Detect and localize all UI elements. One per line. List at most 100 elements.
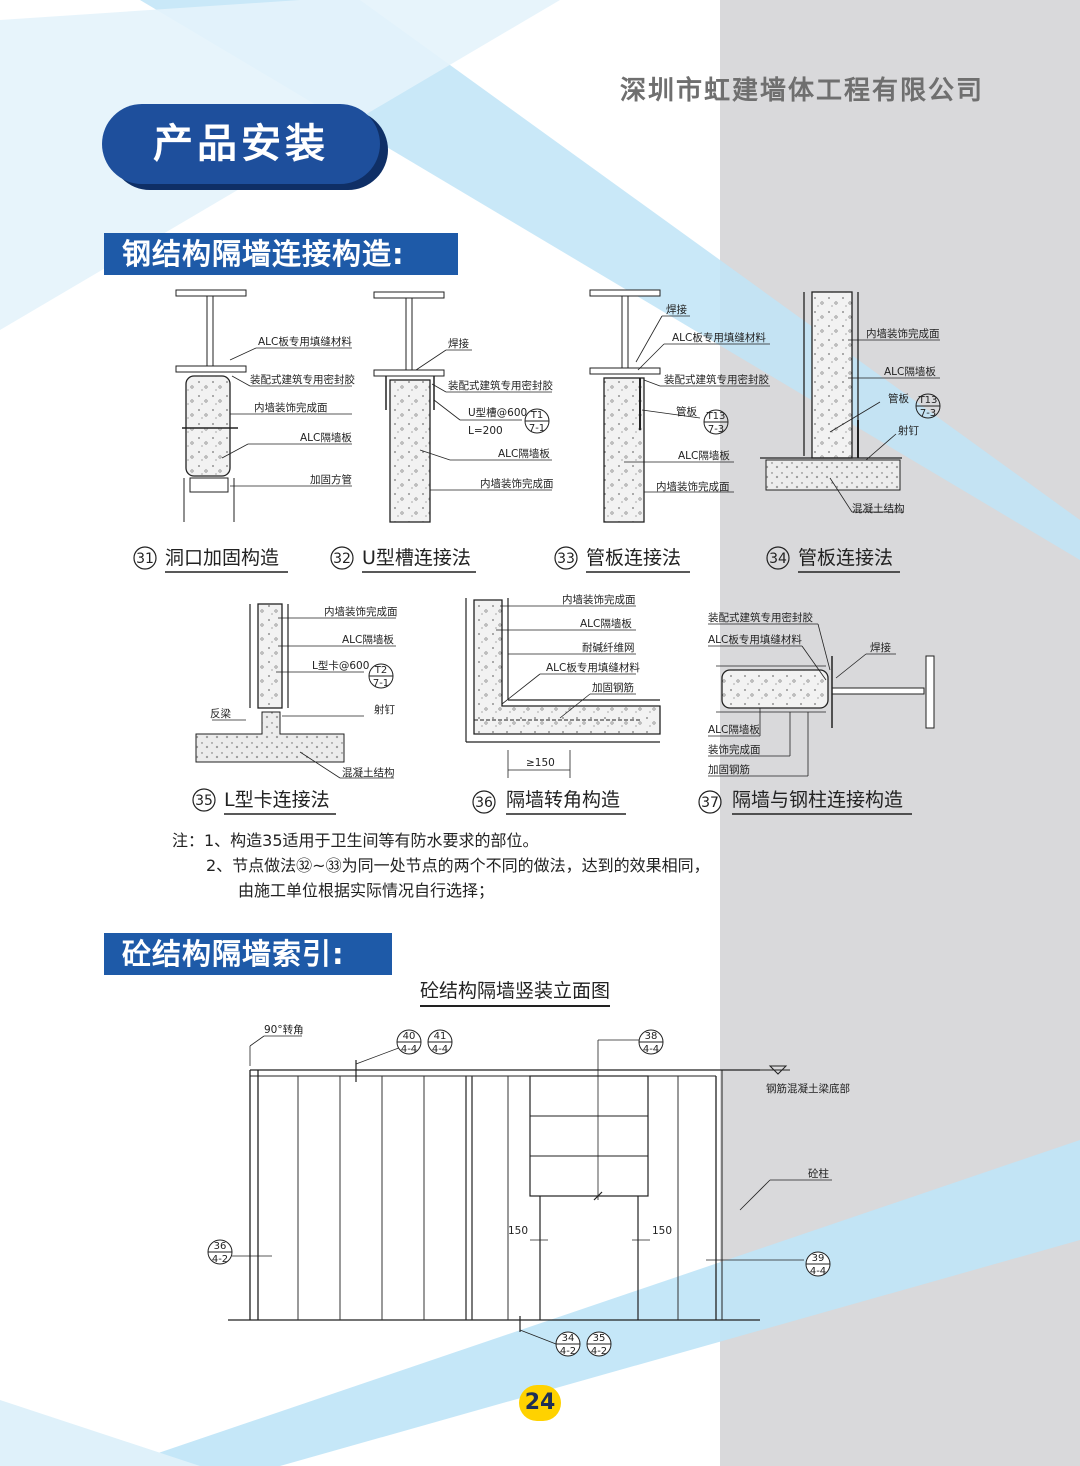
page-title: 产品安装 [153,121,329,167]
d31-caption-number: 31 [136,551,154,567]
ref-marker-41: 41 4-4 [427,1029,453,1055]
section-title-concrete: 砼结构隔墙索引: [104,933,392,975]
d34-caption-number: 34 [769,551,787,567]
d33-label-panel: ALC隔墙板 [678,449,730,462]
d31-label-finish: 内墙装饰完成面 [254,401,328,414]
d37-caption: 隔墙与钢柱连接构造 [732,789,903,811]
d37-label-finish: 装饰完成面 [708,743,761,756]
elev-label-beam: 钢筋混凝土梁底部 [766,1082,850,1095]
d36-label-filler: ALC板专用填缝材料 [546,661,640,674]
ref-marker-36: 36 4-2 [207,1239,233,1265]
d35-ref-top: T2 [374,665,387,676]
ref-36-sheet: 4-2 [212,1254,228,1265]
d32-label-weld: 焊接 [448,337,469,350]
section-title-steel: 钢结构隔墙连接构造: [104,233,458,275]
ref-marker-40: 40 4-4 [396,1029,422,1055]
d37-caption-number: 37 [701,795,719,811]
d33-label-finish: 内墙装饰完成面 [656,480,730,493]
d34-ref-top: T13 [918,395,938,406]
ref-35-number: 35 [593,1333,606,1344]
d33-label-plate: 管板 [676,405,697,418]
d34-caption: 管板连接法 [798,547,893,569]
d36-label-mesh: 耐碱纤维网 [582,641,635,654]
d32-label-length: L=200 [468,425,503,437]
ref-40-number: 40 [403,1031,416,1042]
d35-label-nail: 射钉 [374,703,395,716]
d32-ref-top: T1 [530,410,543,421]
d37-label-weld: 焊接 [870,641,891,654]
d37-label-filler: ALC板专用填缝材料 [708,633,802,646]
elev-label-dim-right: 150 [652,1225,672,1237]
note-line-2: 2、节点做法㉜~㉝为同一处节点的两个不同的做法，达到的效果相同， [206,856,710,875]
ref-marker-38: 38 4-4 [638,1029,664,1055]
diagram-35: 内墙装饰完成面 ALC隔墙板 L型卡@600 T2 7-1 射钉 反梁 混凝土结… [192,603,398,815]
d35-caption-number: 35 [195,793,213,809]
ref-39-sheet: 4-4 [810,1266,826,1277]
d35-label-finish: 内墙装饰完成面 [324,605,398,618]
diagram-32: 焊接 装配式建筑专用密封胶 U型槽@600 L=200 T1 7-1 ALC隔墙… [330,291,554,573]
ref-40-sheet: 4-4 [401,1044,417,1055]
notes: 注：1、构造35适用于卫生间等有防水要求的部位。 2、节点做法㉜~㉝为同一处节点… [172,828,872,903]
d34-ref-bottom: 7-3 [920,408,936,419]
d31-label-tube: 加固方管 [310,473,352,486]
elevation-subtitle: 砼结构隔墙竖装立面图 [420,976,611,1007]
elev-label-dim-left: 150 [508,1225,528,1237]
d36-label-dim: ≥150 [526,757,555,769]
diagram-36: 内墙装饰完成面 ALC隔墙板 耐碱纤维网 ALC板专用填缝材料 加固钢筋 ≥15… [465,593,661,815]
d36-label-rebar: 加固钢筋 [592,681,634,694]
d36-caption: 隔墙转角构造 [506,789,620,811]
d32-ref-bottom: 7-1 [529,423,545,434]
d35-label-panel: ALC隔墙板 [342,633,394,646]
ref-marker-39: 39 4-4 [805,1251,831,1277]
ref-38-number: 38 [645,1031,658,1042]
d33-ref-bottom: 7-3 [708,424,724,435]
ref-marker-35: 35 4-2 [586,1331,612,1357]
diagram-31: ALC板专用填缝材料 装配式建筑专用密封胶 内墙装饰完成面 ALC隔墙板 加固方… [133,289,355,573]
page-title-badge: 产品安装 [102,104,380,184]
d35-label-concrete: 混凝土结构 [342,766,395,779]
d32-caption-number: 32 [333,551,351,567]
d34-label-finish: 内墙装饰完成面 [866,327,940,340]
note-line-1: 注：1、构造35适用于卫生间等有防水要求的部位。 [172,831,539,850]
d33-caption-number: 33 [557,551,575,567]
ref-34-sheet: 4-2 [560,1346,576,1357]
d32-label-finish: 内墙装饰完成面 [480,477,554,490]
d33-label-sealant: 装配式建筑专用密封胶 [664,373,769,386]
d32-label-channel: U型槽@600 [468,406,527,419]
d35-caption: L型卡连接法 [224,789,330,811]
ref-marker-34: 34 4-2 [555,1331,581,1357]
d34-label-concrete: 混凝土结构 [852,502,905,515]
d31-label-panel: ALC隔墙板 [300,431,352,444]
diagram-37: 装配式建筑专用密封胶 ALC板专用填缝材料 焊接 ALC隔墙板 装饰完成面 加固… [698,611,935,815]
d36-caption-number: 36 [475,795,493,811]
d32-label-sealant: 装配式建筑专用密封胶 [448,379,553,392]
d37-label-sealant: 装配式建筑专用密封胶 [708,611,813,624]
d33-ref-top: T13 [706,411,726,422]
d31-caption: 洞口加固构造 [165,547,279,569]
page-number: 24 [519,1385,561,1421]
d37-label-panel: ALC隔墙板 [708,723,760,736]
ref-35-sheet: 4-2 [591,1346,607,1357]
d34-label-nail: 射钉 [898,424,919,437]
d33-caption: 管板连接法 [586,547,681,569]
ref-41-sheet: 4-4 [432,1044,448,1055]
d33-label-weld: 焊接 [666,303,687,316]
d34-label-plate: 管板 [888,392,909,405]
elevation-ref-leaders [232,1039,804,1345]
d35-label-beam: 反梁 [210,707,231,720]
d35-label-lclip: L型卡@600 [312,659,369,672]
d31-label-filler: ALC板专用填缝材料 [258,335,352,348]
d35-ref-bottom: 7-1 [373,678,389,689]
elev-label-corner: 90°转角 [264,1023,304,1036]
ref-34-number: 34 [562,1333,575,1344]
d36-label-finish: 内墙装饰完成面 [562,593,636,606]
d32-caption: U型槽连接法 [362,547,471,569]
d33-label-filler: ALC板专用填缝材料 [672,331,766,344]
elev-label-column: 砼柱 [808,1167,829,1180]
ref-38-sheet: 4-4 [643,1044,659,1055]
company-name: 深圳市虹建墙体工程有限公司 [620,76,985,106]
ref-39-number: 39 [812,1253,825,1264]
